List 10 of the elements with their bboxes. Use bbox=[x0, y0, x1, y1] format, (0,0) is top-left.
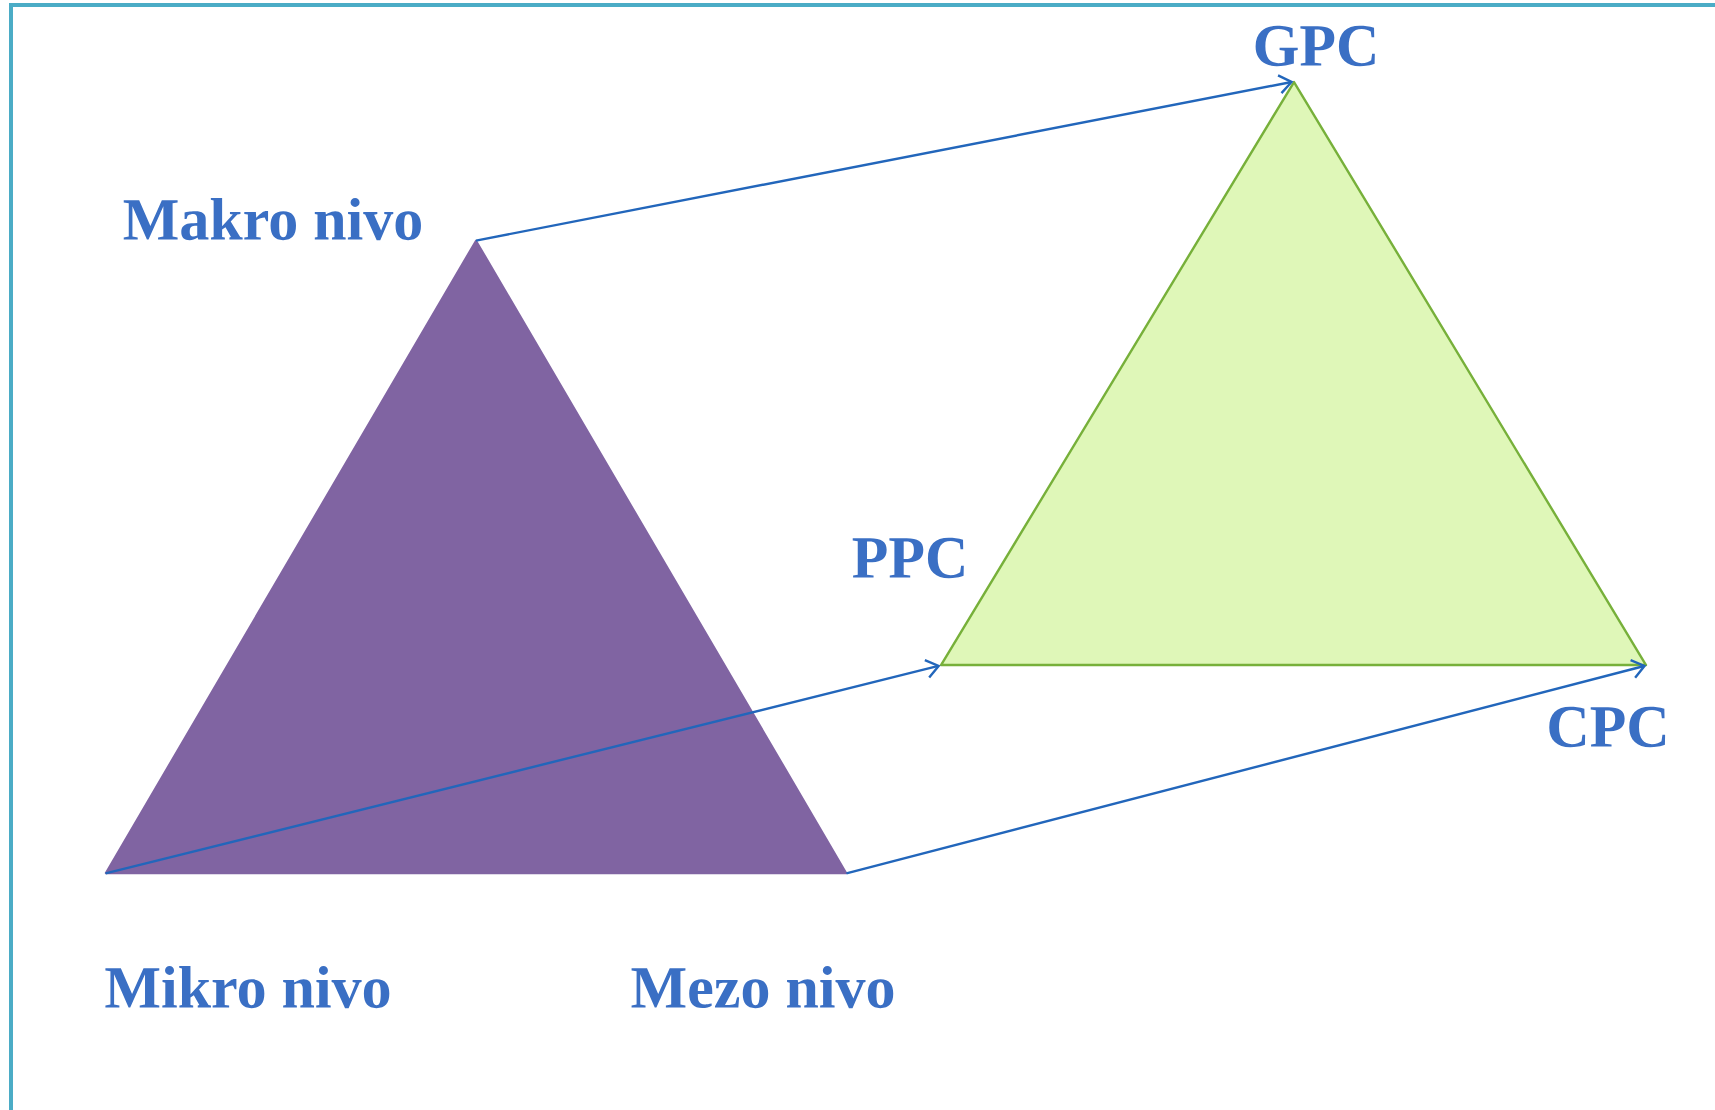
vertex-label: PPC bbox=[852, 537, 964, 579]
vertex-label: CPC bbox=[1549, 706, 1666, 748]
vertex-label: GPC bbox=[1255, 25, 1375, 67]
arrow bbox=[846, 659, 1647, 875]
arrow bbox=[105, 658, 941, 875]
vertex-label: Mikro nivo bbox=[105, 965, 390, 1009]
triangle bbox=[104, 239, 848, 875]
arrow bbox=[475, 74, 1294, 242]
vertex-label: Mezo nivo bbox=[631, 965, 894, 1009]
vertex-label: Makro nivo bbox=[123, 197, 421, 241]
